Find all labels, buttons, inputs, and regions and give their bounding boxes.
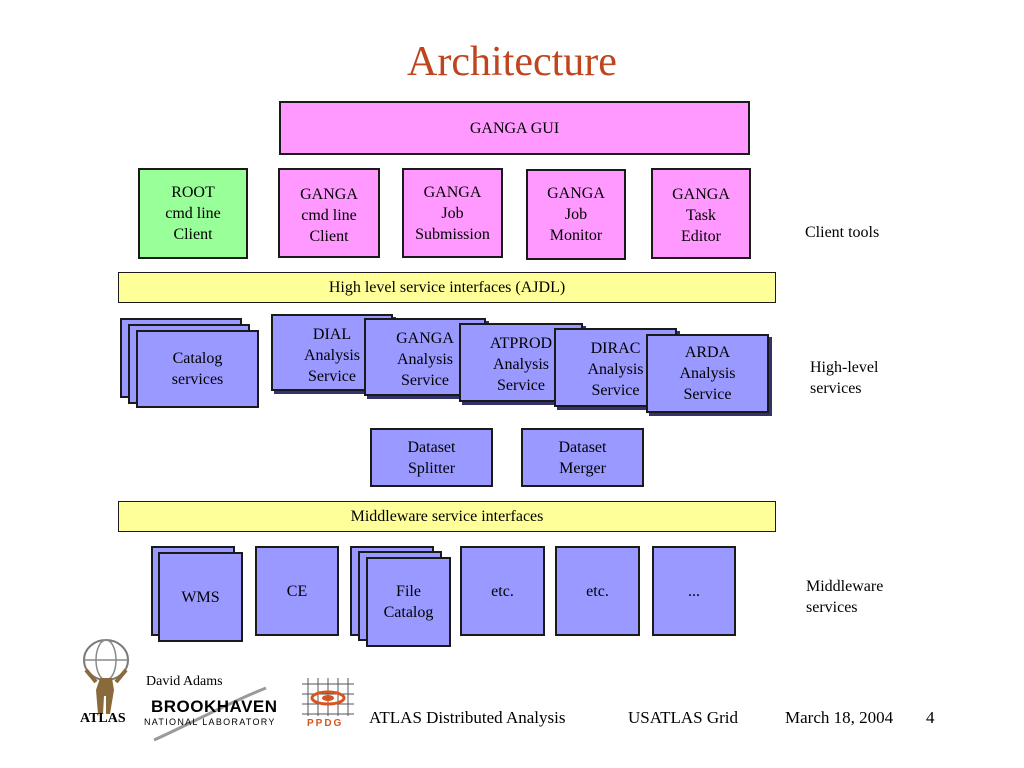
slide-title: Architecture (407, 39, 617, 85)
brookhaven-logo-subtext: NATIONAL LABORATORY (144, 717, 276, 727)
etc-box-1: etc. (460, 546, 545, 636)
high-level-interfaces-bar: High level service interfaces (AJDL) (118, 272, 776, 303)
ce-box: CE (255, 546, 339, 636)
ppdg-logo-icon (302, 678, 354, 716)
footer-talk-title: ATLAS Distributed Analysis (369, 708, 566, 727)
high-level-services-label: High-level services (810, 359, 879, 397)
footer-venue: USATLAS Grid (628, 708, 739, 727)
author-name: David Adams (146, 674, 223, 689)
ganga-job-submission-box: GANGA Job Submission (402, 168, 503, 258)
atlas-logo-icon (83, 639, 129, 714)
ppdg-logo-text: PPDG (307, 718, 344, 729)
footer-date: March 18, 2004 (785, 708, 894, 727)
footer-page-number: 4 (926, 708, 935, 727)
dataset-splitter-box: Dataset Splitter (370, 428, 493, 487)
dots-box: ... (652, 546, 736, 636)
brookhaven-swoosh-icon (153, 686, 267, 742)
root-client-box: ROOT cmd line Client (138, 168, 248, 259)
ganga-job-monitor-box: GANGA Job Monitor (526, 169, 626, 260)
ganga-gui-box: GANGA GUI (279, 101, 750, 155)
brookhaven-logo-text: BROOKHAVEN (151, 697, 278, 716)
wms-box: WMS (158, 552, 243, 642)
atlas-logo-text: ATLAS (80, 711, 126, 726)
file-catalog-box: File Catalog (366, 557, 451, 647)
etc-box-2: etc. (555, 546, 640, 636)
catalog-services-box: Catalog services (136, 330, 259, 408)
arda-analysis-service-box: ARDA Analysis Service (646, 334, 769, 413)
client-tools-label: Client tools (805, 224, 880, 241)
middleware-services-label: Middleware services (806, 578, 884, 616)
ganga-cmd-client-box: GANGA cmd line Client (278, 168, 380, 258)
ganga-task-editor-box: GANGA Task Editor (651, 168, 751, 259)
middleware-interfaces-bar: Middleware service interfaces (118, 501, 776, 532)
dataset-merger-box: Dataset Merger (521, 428, 644, 487)
